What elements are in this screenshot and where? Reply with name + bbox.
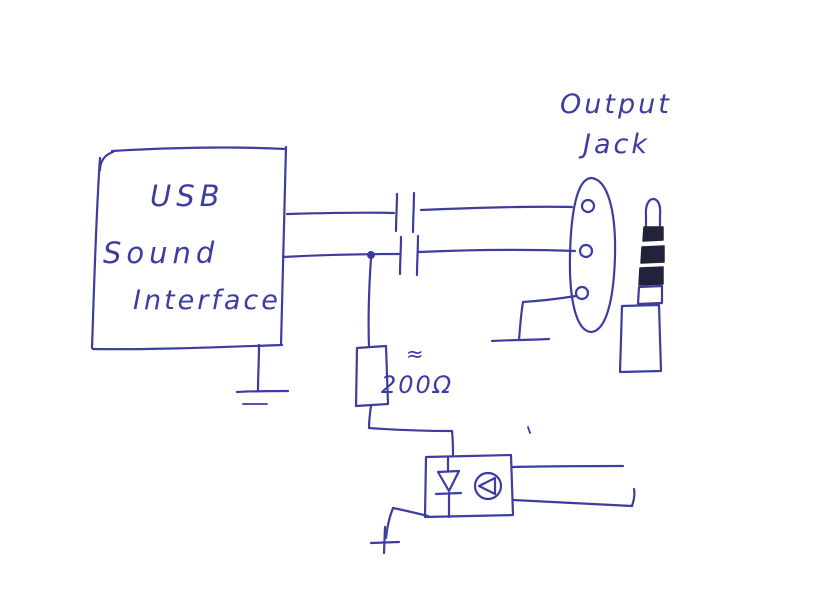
resistor-to-opto-wire (367, 426, 455, 458)
resistor-symbol: ≈ 200Ω (354, 256, 453, 430)
box-label-sound: Sound (103, 236, 219, 270)
stray-pen-mark (527, 426, 531, 434)
jack-label-jack: Jack (578, 129, 650, 160)
opto-led-triangle (436, 469, 461, 493)
jack-terminal-ring (578, 243, 594, 259)
opto-transistor-circle (473, 471, 503, 501)
output-jack-label: Output Jack (560, 89, 672, 160)
output-jack-symbol (568, 176, 617, 334)
optocoupler-symbol (423, 453, 515, 519)
plus-mark-vertical (382, 525, 387, 555)
resistor-approx-symbol: ≈ (406, 342, 424, 366)
plug-body (618, 303, 663, 374)
resistor-value-label: 200Ω (381, 371, 453, 399)
plug-collar (636, 284, 664, 306)
jack-label-output: Output (560, 89, 672, 120)
opto-output-wires (511, 426, 636, 508)
plug-band-1 (642, 226, 664, 242)
jack-terminal-tip (580, 198, 596, 214)
bottom-coupling-capacitor (398, 234, 420, 277)
plus-mark-horizontal (369, 540, 401, 545)
trs-plug-sketch (618, 197, 665, 374)
box-label-interface: Interface (133, 285, 281, 316)
opto-lower-lead (369, 506, 430, 555)
opto-box (423, 453, 515, 519)
plug-band-2 (640, 245, 665, 264)
top-signal-wire (285, 205, 574, 216)
junction-dot (367, 251, 375, 259)
plug-band-3 (638, 266, 664, 286)
opto-transistor-arrow (477, 476, 497, 496)
usb-interface-box: USB Sound Interface (90, 145, 288, 351)
top-coupling-capacitor (394, 191, 416, 234)
jack-ground-symbol (490, 294, 578, 343)
box-ground-symbol (235, 343, 290, 405)
box-label-usb: USB (150, 179, 225, 213)
jack-terminal-sleeve (574, 285, 590, 301)
bottom-signal-wire (281, 248, 577, 259)
